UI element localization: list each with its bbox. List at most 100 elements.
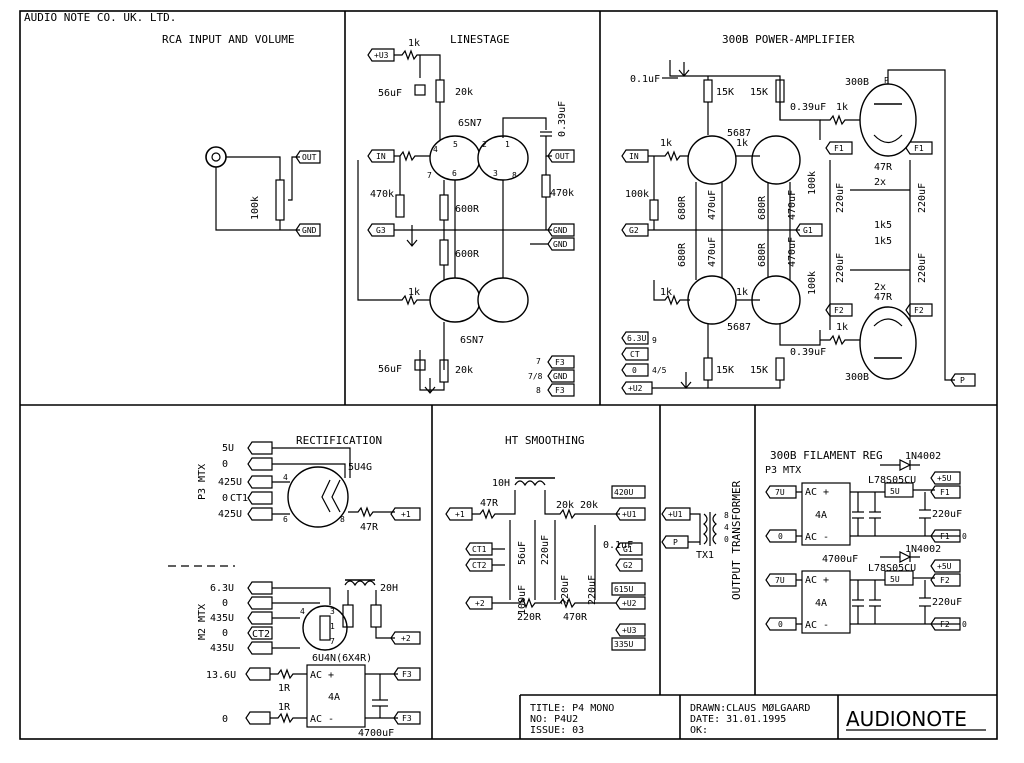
svg-text:3: 3 [330,607,335,616]
ok-field: OK: [690,725,708,736]
svg-text:47R: 47R [874,292,893,303]
svg-text:P: P [884,76,889,85]
svg-text:470k: 470k [370,189,394,200]
svg-text:CT2: CT2 [252,629,270,640]
svg-text:1k: 1k [736,287,748,298]
svg-text:F2: F2 [940,620,950,629]
svg-text:15K: 15K [716,87,734,98]
svg-text:6: 6 [452,169,457,178]
svg-text:220uF: 220uF [560,575,571,605]
frame [19,10,998,740]
rect-title: RECTIFICATION [296,434,382,447]
svg-text:G1: G1 [623,545,633,554]
rca-title: RCA INPUT AND VOLUME [162,33,294,46]
svg-text:56uF: 56uF [378,364,402,375]
svg-text:4: 4 [283,473,288,482]
svg-text:0: 0 [778,532,783,541]
svg-text:4A: 4A [815,598,827,609]
svg-text:0: 0 [778,620,783,629]
svg-text:+5U: +5U [937,562,952,571]
svg-text:420U: 420U [614,488,633,497]
svg-text:5U4G: 5U4G [348,462,372,473]
svg-text:335U: 335U [614,640,633,649]
svg-text:0: 0 [962,620,967,629]
psu13-section: 13.6U 0 1R 1R AC + 4A AC - 4700uF F3 F3 [206,664,421,739]
svg-text:435U: 435U [210,643,234,654]
svg-text:+2: +2 [475,599,485,608]
svg-text:470uF: 470uF [707,237,718,267]
fil-section: 300B FILAMENT REG P3 MTX 1N4002 7U 0 AC … [765,449,967,634]
svg-text:CT1: CT1 [230,493,248,504]
svg-text:TX1: TX1 [696,550,714,561]
svg-text:15K: 15K [750,365,768,376]
svg-text:8: 8 [340,515,345,524]
svg-text:1: 1 [330,622,335,631]
svg-text:CT1: CT1 [472,545,487,554]
svg-text:5687: 5687 [727,322,751,333]
svg-text:1k: 1k [660,138,672,149]
svg-text:5U: 5U [222,443,234,454]
svg-text:0: 0 [632,366,637,375]
svg-text:20k: 20k [455,87,473,98]
svg-text:4: 4 [300,607,305,616]
svg-text:G1: G1 [803,226,813,235]
svg-text:F1: F1 [834,144,844,153]
power-title: 300B POWER-AMPLIFIER [722,33,855,46]
svg-text:4/5: 4/5 [652,366,667,375]
svg-text:F3: F3 [555,386,565,395]
svg-text:1k5: 1k5 [874,220,892,231]
svg-text:6U4N(6X4R): 6U4N(6X4R) [312,653,372,664]
svg-text:0.39uF: 0.39uF [790,347,826,358]
svg-text:220uF: 220uF [917,183,928,213]
svg-text:F1: F1 [940,532,950,541]
svg-text:220uF: 220uF [932,509,962,520]
svg-text:0: 0 [222,598,228,609]
svg-text:6SN7: 6SN7 [458,118,482,129]
number-field: NO: P4U2 [530,714,578,725]
svg-text:1k: 1k [408,38,420,49]
svg-text:CT2: CT2 [472,561,487,570]
svg-text:15K: 15K [750,87,768,98]
drawn-field: DRAWN:CLAUS MØLGAARD [690,702,810,714]
svg-text:+1: +1 [455,510,465,519]
svg-text:220uF: 220uF [540,535,551,565]
svg-text:7: 7 [427,171,432,180]
svg-text:100k: 100k [625,189,649,200]
ht-title: HT SMOOTHING [505,434,584,447]
6u4n-tube-icon [302,605,348,651]
svg-text:GND: GND [553,240,568,249]
svg-text:+U3: +U3 [374,51,389,60]
svg-text:GND: GND [553,226,568,235]
svg-text:+5U: +5U [937,474,952,483]
svg-text:8: 8 [512,171,517,180]
svg-text:5U: 5U [890,575,900,584]
svg-text:F2: F2 [914,306,924,315]
svg-text:600R: 600R [455,204,480,215]
svg-text:680R: 680R [677,242,688,267]
svg-text:425U: 425U [218,509,242,520]
svg-text:G2: G2 [623,561,633,570]
svg-text:+U1: +U1 [622,510,637,519]
svg-text:P: P [673,538,678,547]
5u4g-tube-icon [287,466,349,528]
title-field: TITLE: P4 MONO [530,703,614,714]
rca-pot-label: 100k [250,196,261,220]
svg-text:220uF: 220uF [587,575,598,605]
svg-text:6.3U: 6.3U [210,583,234,594]
company-name: AUDIO NOTE CO. UK. LTD. [24,11,176,24]
svg-text:F2: F2 [940,576,950,585]
svg-text:7U: 7U [775,576,785,585]
svg-text:4: 4 [433,145,438,154]
svg-text:8: 8 [724,511,729,520]
svg-text:F3: F3 [402,670,412,679]
title-block: TITLE: P4 MONO NO: P4U2 ISSUE: 03 DRAWN:… [530,702,986,736]
svg-text:F3: F3 [402,714,412,723]
svg-text:1k: 1k [836,102,848,113]
svg-text:7/8: 7/8 [528,372,543,381]
svg-text:+1: +1 [401,510,411,519]
svg-text:680R: 680R [757,242,768,267]
svg-text:GND: GND [553,372,568,381]
svg-text:470uF: 470uF [787,190,798,220]
svg-text:220uF: 220uF [932,597,962,608]
